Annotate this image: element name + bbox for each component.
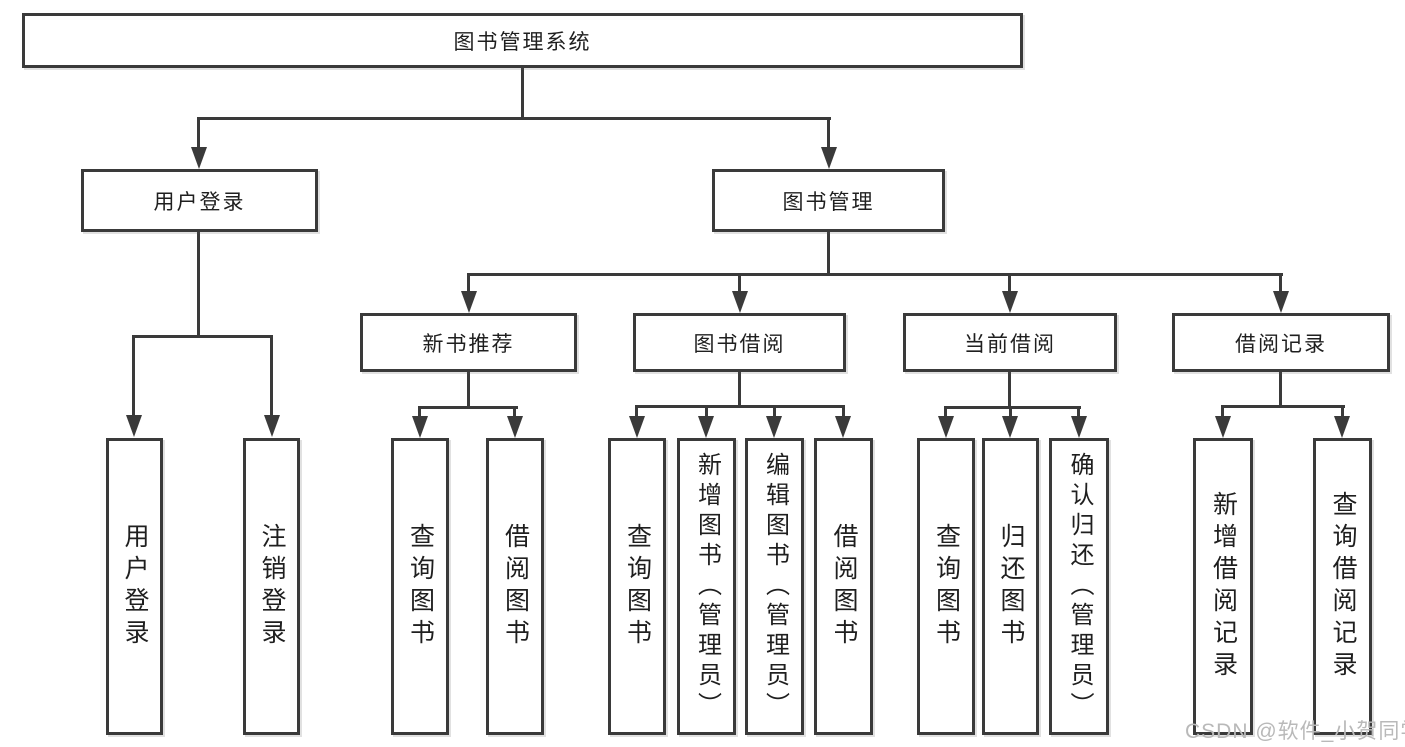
leaf-return-books: 归还图书 [982,438,1039,735]
connector-rail-current-borrow [944,406,1081,409]
node-user-login: 用户登录 [81,169,318,232]
arrowhead-leaf-icon [264,415,280,437]
arrowhead-leaf-icon [835,416,851,438]
connector-drop-leaf [773,405,776,416]
connector-rail-new-book [418,406,518,409]
connector-stem-user-login [197,232,200,335]
connector-drop-leaf [418,406,421,416]
arrowhead-leaf-icon [1334,416,1350,438]
arrowhead-leaf-icon [766,416,782,438]
connector-stem-new-book [467,372,470,406]
connector-drop-borrow-records [1279,273,1282,291]
arrowhead-borrow-records-icon [1273,291,1289,313]
node-root: 图书管理系统 [22,13,1023,68]
connector-drop-current-borrow [1008,273,1011,291]
arrowhead-leaf-icon [698,416,714,438]
node-current-borrow: 当前借阅 [903,313,1117,372]
arrowhead-leaf-icon [629,416,645,438]
arrowhead-leaf-icon [1215,416,1231,438]
leaf-borrow-books: 借阅图书 [814,438,873,735]
connector-drop-leaf [705,405,708,416]
arrowhead-book-management-icon [821,147,837,169]
leaf-edit-books-admin: 编辑图书（管理员） [745,438,804,735]
leaf-add-books-admin: 新增图书（管理员） [677,438,736,735]
connector-drop-book-management [827,117,830,147]
connector-drop-leaf [635,405,638,416]
connector-drop-leaf [132,335,135,415]
leaf-logout: 注销登录 [243,438,300,735]
connector-drop-leaf [1077,406,1080,416]
leaf-confirm-return-admin: 确认归还（管理员） [1049,438,1109,735]
connector-drop-leaf [1221,405,1224,416]
arrowhead-current-borrow-icon [1002,291,1018,313]
connector-drop-user-login [197,117,200,147]
leaf-query-books-current: 查询图书 [917,438,975,735]
arrowhead-new-book-icon [461,291,477,313]
leaf-query-books-borrow: 查询图书 [608,438,666,735]
arrowhead-leaf-icon [1071,416,1087,438]
node-book-borrow: 图书借阅 [633,313,846,372]
arrowhead-book-borrow-icon [732,291,748,313]
connector-drop-leaf [944,406,947,416]
node-new-book-recommend: 新书推荐 [360,313,577,372]
arrowhead-user-login-icon [191,147,207,169]
arrowhead-leaf-icon [507,416,523,438]
leaf-user-login: 用户登录 [106,438,163,735]
connector-drop-leaf [1341,405,1344,416]
leaf-query-borrow-record: 查询借阅记录 [1313,438,1372,735]
connector-drop-leaf [270,335,273,415]
connector-rail-level3 [467,273,1283,276]
csdn-watermark: CSDN @软件_小贺同学 [1185,720,1405,743]
connector-drop-leaf [513,406,516,416]
connector-stem-borrow-records [1279,372,1282,405]
node-borrow-records: 借阅记录 [1172,313,1390,372]
arrowhead-leaf-icon [126,415,142,437]
leaf-borrow-books-recommend: 借阅图书 [486,438,544,735]
connector-stem-book-borrow [738,372,741,405]
connector-drop-book-borrow [738,273,741,291]
connector-drop-leaf [842,405,845,416]
connector-stem-book-management [827,232,830,273]
connector-rail-user-login [132,335,273,338]
connector-drop-new-book [467,273,470,291]
connector-stem-current-borrow [1008,372,1011,406]
connector-drop-leaf [1009,406,1012,416]
leaf-add-borrow-record: 新增借阅记录 [1193,438,1253,735]
connector-rail-borrow-records [1221,405,1345,408]
leaf-query-books-recommend: 查询图书 [391,438,449,735]
arrowhead-leaf-icon [1002,416,1018,438]
arrowhead-leaf-icon [412,416,428,438]
connector-rail-book-borrow [635,405,845,408]
connector-stem-root [521,68,524,118]
connector-rail-level2 [197,117,831,120]
arrowhead-leaf-icon [938,416,954,438]
node-book-management: 图书管理 [712,169,945,232]
